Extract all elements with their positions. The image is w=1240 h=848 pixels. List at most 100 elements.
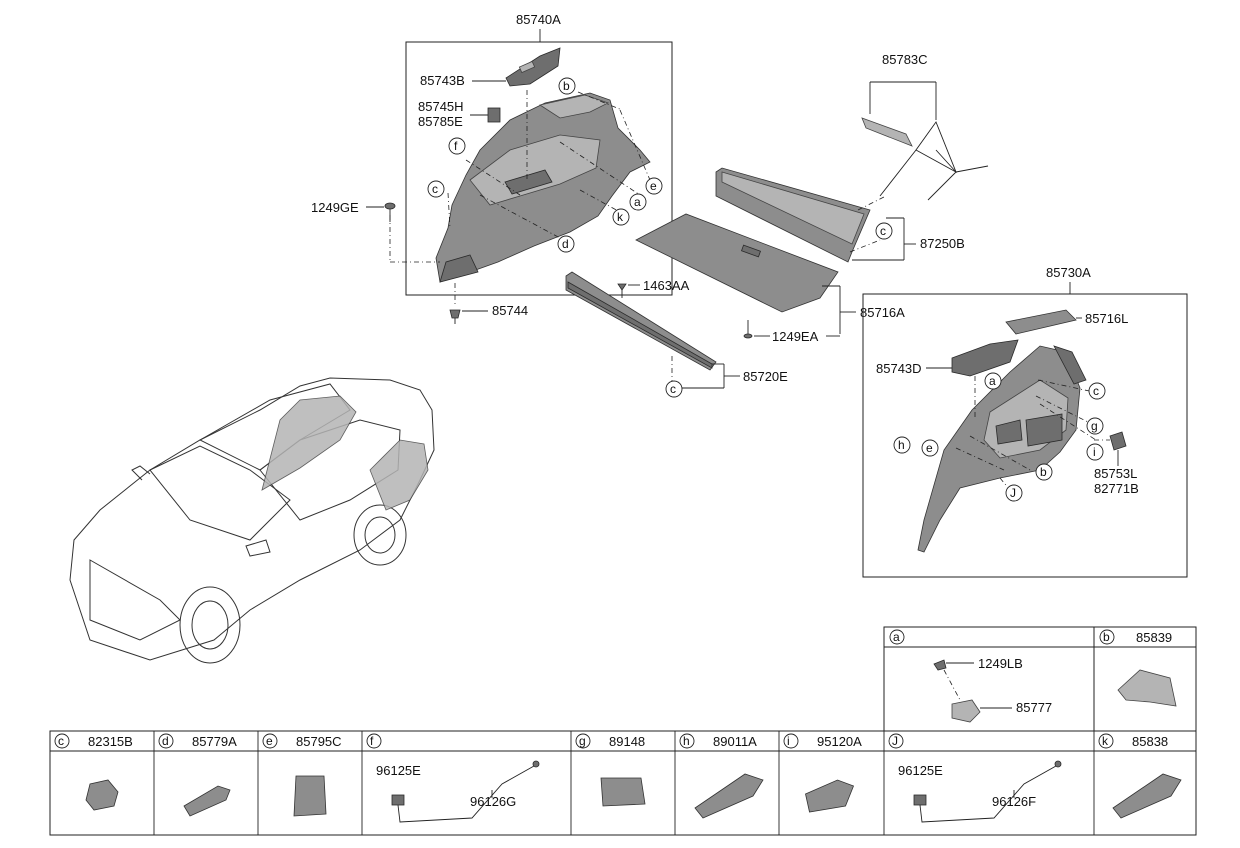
ref-i-right[interactable]: i [1086, 443, 1104, 461]
table-a-letter[interactable]: a [889, 629, 905, 645]
callout-85744[interactable]: 85744 [492, 303, 528, 318]
ref-e-left[interactable]: e [645, 177, 663, 195]
part-85745H[interactable] [487, 107, 501, 123]
part-95120A[interactable] [805, 779, 855, 813]
table-a-label-85777: 85777 [1016, 700, 1052, 715]
part-1249LB[interactable] [933, 659, 947, 671]
svg-text:a: a [634, 195, 641, 209]
warning-triangle[interactable] [879, 121, 989, 201]
part-85744[interactable] [449, 309, 461, 324]
table-g-letter[interactable]: g [575, 733, 591, 749]
vehicle-illustration [69, 377, 435, 664]
svg-text:J: J [1010, 486, 1016, 500]
callout-85740A[interactable]: 85740A [516, 12, 561, 27]
table-c-letter[interactable]: c [54, 733, 70, 749]
ref-c-right[interactable]: c [1088, 382, 1106, 400]
part-82315B[interactable] [85, 779, 119, 811]
callout-85783C[interactable]: 85783C [882, 52, 928, 67]
svg-text:c: c [1093, 384, 1099, 398]
callout-85785E[interactable]: 85785E [418, 114, 463, 129]
svg-text:J: J [892, 734, 898, 748]
part-85716A[interactable] [635, 213, 839, 313]
callout-82771B[interactable]: 82771B [1094, 481, 1139, 496]
ref-e-right[interactable]: e [921, 439, 939, 457]
trim-upper-edge [538, 94, 610, 119]
table-bottom-row [49, 730, 1197, 836]
harness-end-J [1054, 760, 1062, 768]
svg-text:d: d [162, 734, 169, 748]
callout-85743B[interactable]: 85743B [420, 73, 465, 88]
callout-85745H[interactable]: 85745H [418, 99, 464, 114]
wiring-harness-J[interactable] [919, 765, 1057, 823]
part-1249EA[interactable] [743, 320, 753, 339]
part-85777[interactable] [951, 699, 981, 723]
tray-edge [567, 281, 713, 369]
callout-1249GE[interactable]: 1249GE [311, 200, 359, 215]
ref-h-right[interactable]: h [893, 436, 911, 454]
table-i-letter[interactable]: i [783, 733, 799, 749]
triangle-case[interactable] [861, 117, 913, 147]
table-b-partno: 85839 [1136, 630, 1172, 645]
ref-b-right[interactable]: b [1035, 463, 1053, 481]
ref-c-cover[interactable]: c [875, 222, 893, 240]
part-85839[interactable] [1117, 669, 1177, 707]
part-85753L[interactable] [1109, 431, 1127, 451]
vehicle-front-rim [191, 600, 229, 650]
table-J-letter[interactable]: J [888, 733, 904, 749]
callout-85720E[interactable]: 85720E [743, 369, 788, 384]
part-connector-f[interactable] [391, 794, 405, 806]
ref-a-left[interactable]: a [629, 193, 647, 211]
callout-85716A[interactable]: 85716A [860, 305, 905, 320]
part-1249GE[interactable] [384, 202, 396, 222]
part-89011A[interactable] [694, 773, 764, 819]
svg-text:g: g [1091, 419, 1098, 433]
tray-85720E-group: 1463AA c 85720E [565, 271, 788, 398]
part-1463AA[interactable] [617, 283, 627, 298]
part-85779A[interactable] [183, 785, 231, 817]
part-85716L[interactable] [1005, 309, 1077, 335]
ref-J-right[interactable]: J [1005, 484, 1023, 502]
table-f-letter[interactable]: f [366, 733, 382, 749]
table-e-letter[interactable]: e [262, 733, 278, 749]
ref-d-left[interactable]: d [557, 235, 575, 253]
callout-87250B[interactable]: 87250B [920, 236, 965, 251]
callout-85716L[interactable]: 85716L [1085, 311, 1128, 326]
table-k-letter[interactable]: k [1098, 733, 1114, 749]
ref-a-right[interactable]: a [984, 372, 1002, 390]
ref-c-left[interactable]: c [427, 180, 445, 198]
table-f-label-2: 96126G [470, 794, 516, 809]
table-e-partno: 85795C [296, 734, 342, 749]
part-connector-J[interactable] [913, 794, 927, 806]
left-trim-assembly: 85740A 85743B 85745H 85785E b f [311, 12, 673, 324]
table-b-letter[interactable]: b [1099, 629, 1115, 645]
callout-85730A[interactable]: 85730A [1046, 265, 1091, 280]
ref-c-tray[interactable]: c [665, 380, 683, 398]
part-85795C[interactable] [293, 775, 327, 817]
svg-text:c: c [432, 182, 438, 196]
table-d-letter[interactable]: d [158, 733, 174, 749]
part-89148[interactable] [600, 777, 646, 807]
ref-g-right[interactable]: g [1086, 417, 1104, 435]
part-85743D[interactable] [951, 339, 1019, 377]
callout-1249EA[interactable]: 1249EA [772, 329, 819, 344]
svg-text:g: g [579, 734, 586, 748]
table-J-label-1: 96125E [898, 763, 943, 778]
wiring-harness-f[interactable] [397, 765, 535, 823]
callout-85753L[interactable]: 85753L [1094, 466, 1137, 481]
svg-text:i: i [1093, 445, 1096, 459]
part-85838[interactable] [1112, 773, 1182, 819]
callout-85743D[interactable]: 85743D [876, 361, 922, 376]
table-h-letter[interactable]: h [679, 733, 695, 749]
callout-1463AA[interactable]: 1463AA [643, 278, 690, 293]
ref-b-left[interactable]: b [558, 77, 576, 95]
ref-k-left[interactable]: k [612, 208, 630, 226]
ref-f-left[interactable]: f [448, 137, 466, 155]
svg-text:c: c [58, 734, 64, 748]
table-i-partno: 95120A [817, 734, 862, 749]
svg-text:a: a [989, 374, 996, 388]
vehicle-hood [149, 445, 291, 541]
